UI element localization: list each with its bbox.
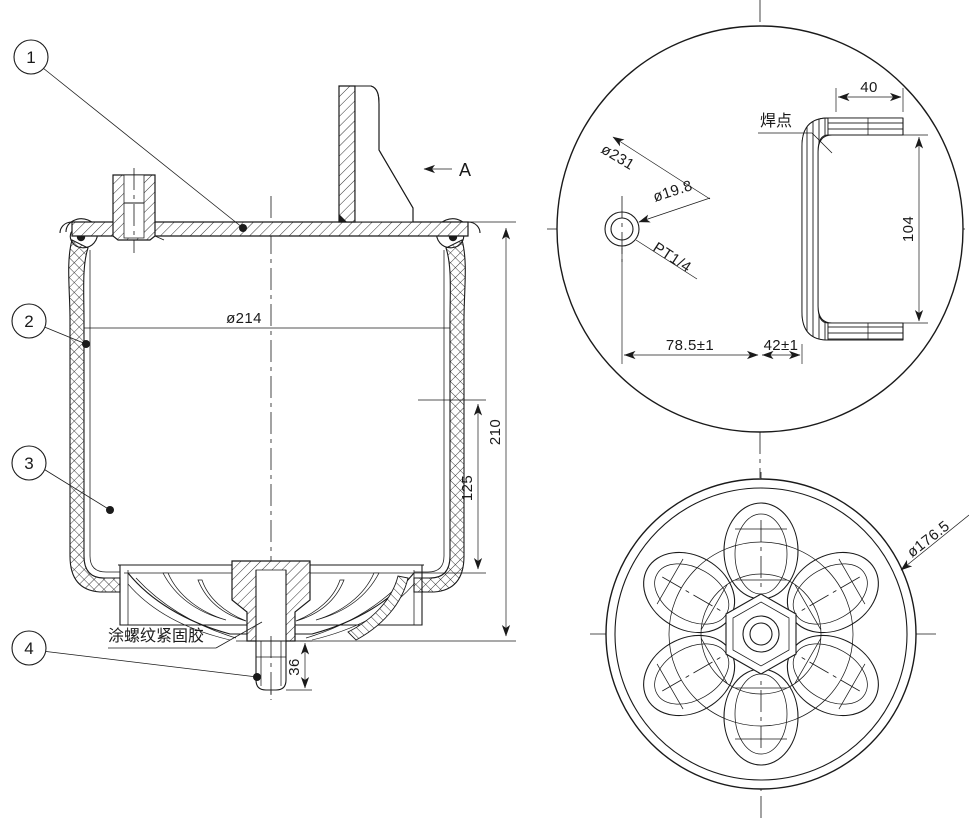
dimension-bellows-diameter: ø214 <box>84 310 450 329</box>
dimension-bracket-offset: 42±1 <box>762 337 803 364</box>
dimension-port-offset-label: 78.5±1 <box>666 337 714 354</box>
piston-lobe <box>643 551 736 634</box>
bellows-right-wall <box>413 239 466 593</box>
balloon-2-dot <box>82 340 90 348</box>
balloon-2[interactable]: 2 <box>11 303 90 348</box>
piston-lobe <box>723 668 799 766</box>
dimension-bracket-offset-label: 42±1 <box>764 337 799 354</box>
bellows-right-inner-line <box>414 250 445 573</box>
dimension-stud-length-label: 36 <box>286 658 303 676</box>
dimension-inner-height: 125 <box>418 399 486 574</box>
dimension-inner-height-label: 125 <box>459 475 476 501</box>
dimension-stud-length: 36 <box>286 640 312 691</box>
dimension-bracket-width: 40 <box>835 79 904 112</box>
note-thread-adhesive: 涂螺纹紧固胶 <box>108 621 263 649</box>
balloon-1[interactable]: 1 <box>13 39 247 232</box>
air-port-hole <box>604 196 640 262</box>
note-weld-point: 焊点 <box>758 111 833 154</box>
dimension-bracket-height: 104 <box>900 134 928 324</box>
balloon-3-dot <box>106 506 114 514</box>
piston-lobe <box>786 551 879 634</box>
piston-web-arcs <box>668 541 854 727</box>
balloon-4-label: 4 <box>24 639 33 658</box>
piston-lobe-group <box>643 502 879 766</box>
balloon-1-dot <box>239 224 247 232</box>
dimension-bracket-width-label: 40 <box>860 79 878 96</box>
section-arrow-label: A <box>459 160 471 180</box>
note-thread-adhesive-label: 涂螺纹紧固胶 <box>108 626 204 645</box>
dimension-overall-height-label: 210 <box>487 419 504 445</box>
dimension-bellows-diameter-label: ø214 <box>226 310 262 327</box>
bellows-left-inner-line <box>89 250 120 573</box>
top-mounting-bracket <box>338 85 414 223</box>
dimension-piston-diameter: ø176.5 <box>900 514 969 571</box>
section-arrow-a: A <box>423 160 471 180</box>
bellows-left-wall <box>68 239 121 593</box>
note-weld-point-label: 焊点 <box>760 111 792 130</box>
dimension-overall-height: 210 <box>300 221 516 642</box>
air-port-bushing <box>104 168 165 253</box>
main-section-view: A <box>11 39 516 700</box>
piston-lobe <box>723 502 799 600</box>
balloon-1-label: 1 <box>26 48 35 67</box>
balloon-3-label: 3 <box>24 454 33 473</box>
piston-assembly <box>118 560 424 643</box>
dimension-bracket-height-label: 104 <box>900 216 917 242</box>
balloon-2-label: 2 <box>24 312 33 331</box>
top-plate-plan-view: 焊点 ø231 ø19.8 PT1/4 40 <box>547 0 969 478</box>
weld-bracket <box>801 117 904 341</box>
balloon-4-dot <box>253 673 261 681</box>
threaded-stud <box>255 636 287 700</box>
balloon-4[interactable]: 4 <box>11 630 261 681</box>
piston-bottom-plan-view: ø176.5 <box>590 472 969 818</box>
balloon-3[interactable]: 3 <box>11 445 114 514</box>
dimension-piston-diameter-label: ø176.5 <box>904 518 953 562</box>
piston-lobe <box>643 634 736 717</box>
piston-center-hex <box>725 593 797 675</box>
dimension-port-offset: 78.5±1 <box>621 248 759 364</box>
